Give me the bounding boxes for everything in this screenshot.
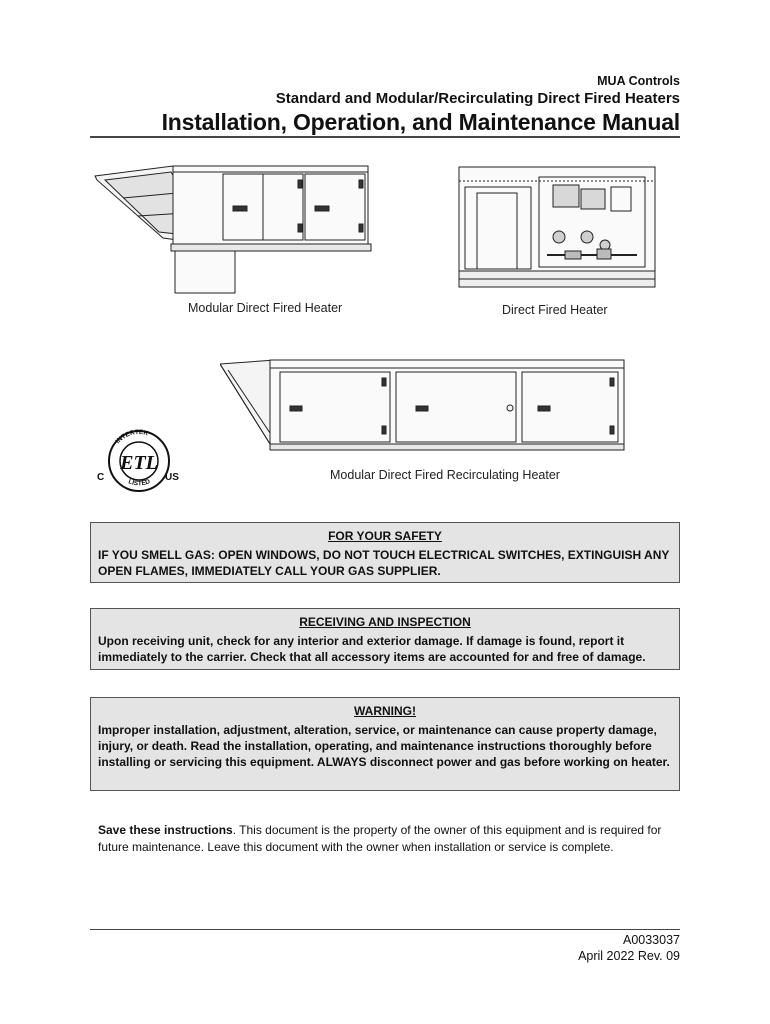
header-divider — [90, 136, 680, 138]
document-subtitle: Standard and Modular/Recirculating Direc… — [275, 90, 680, 107]
document-number: A0033037 — [622, 933, 680, 947]
direct-fired-heater-illustration — [458, 166, 656, 288]
warning-notice: WARNING! Improper installation, adjustme… — [90, 697, 680, 791]
svg-text:US: US — [165, 472, 179, 483]
safety-notice-title: FOR YOUR SAFETY — [328, 529, 442, 543]
brand-label: MUA Controls — [597, 74, 680, 88]
receiving-notice: RECEIVING AND INSPECTION Upon receiving … — [90, 608, 680, 670]
warning-notice-body: Improper installation, adjustment, alter… — [98, 723, 670, 769]
recirculating-heater-illustration — [220, 359, 625, 451]
receiving-notice-title: RECEIVING AND INSPECTION — [299, 615, 471, 629]
modular-heater-caption: Modular Direct Fired Heater — [188, 301, 343, 315]
document-title: Installation, Operation, and Maintenance… — [161, 109, 681, 135]
save-instructions-paragraph: Save these instructions. This document i… — [98, 822, 678, 856]
save-instructions-lead: Save these instructions — [98, 823, 233, 837]
footer-divider — [90, 929, 680, 930]
safety-notice: FOR YOUR SAFETY IF YOU SMELL GAS: OPEN W… — [90, 522, 680, 583]
receiving-notice-body: Upon receiving unit, check for any inter… — [98, 634, 646, 664]
safety-notice-body: IF YOU SMELL GAS: OPEN WINDOWS, DO NOT T… — [98, 548, 670, 578]
svg-text:ETL: ETL — [119, 452, 158, 474]
document-revision: April 2022 Rev. 09 — [578, 949, 680, 963]
modular-heater-illustration — [94, 165, 372, 294]
svg-text:C: C — [97, 472, 104, 483]
recirculating-heater-caption: Modular Direct Fired Recirculating Heate… — [330, 468, 560, 482]
direct-fired-heater-caption: Direct Fired Heater — [502, 303, 608, 317]
save-instructions-body: . This document is the property of the o… — [98, 823, 662, 854]
svg-text:LISTED: LISTED — [127, 478, 151, 487]
etl-listed-logo: INTERTEK LISTED ETL C US — [97, 429, 179, 492]
warning-notice-title: WARNING! — [354, 704, 416, 718]
